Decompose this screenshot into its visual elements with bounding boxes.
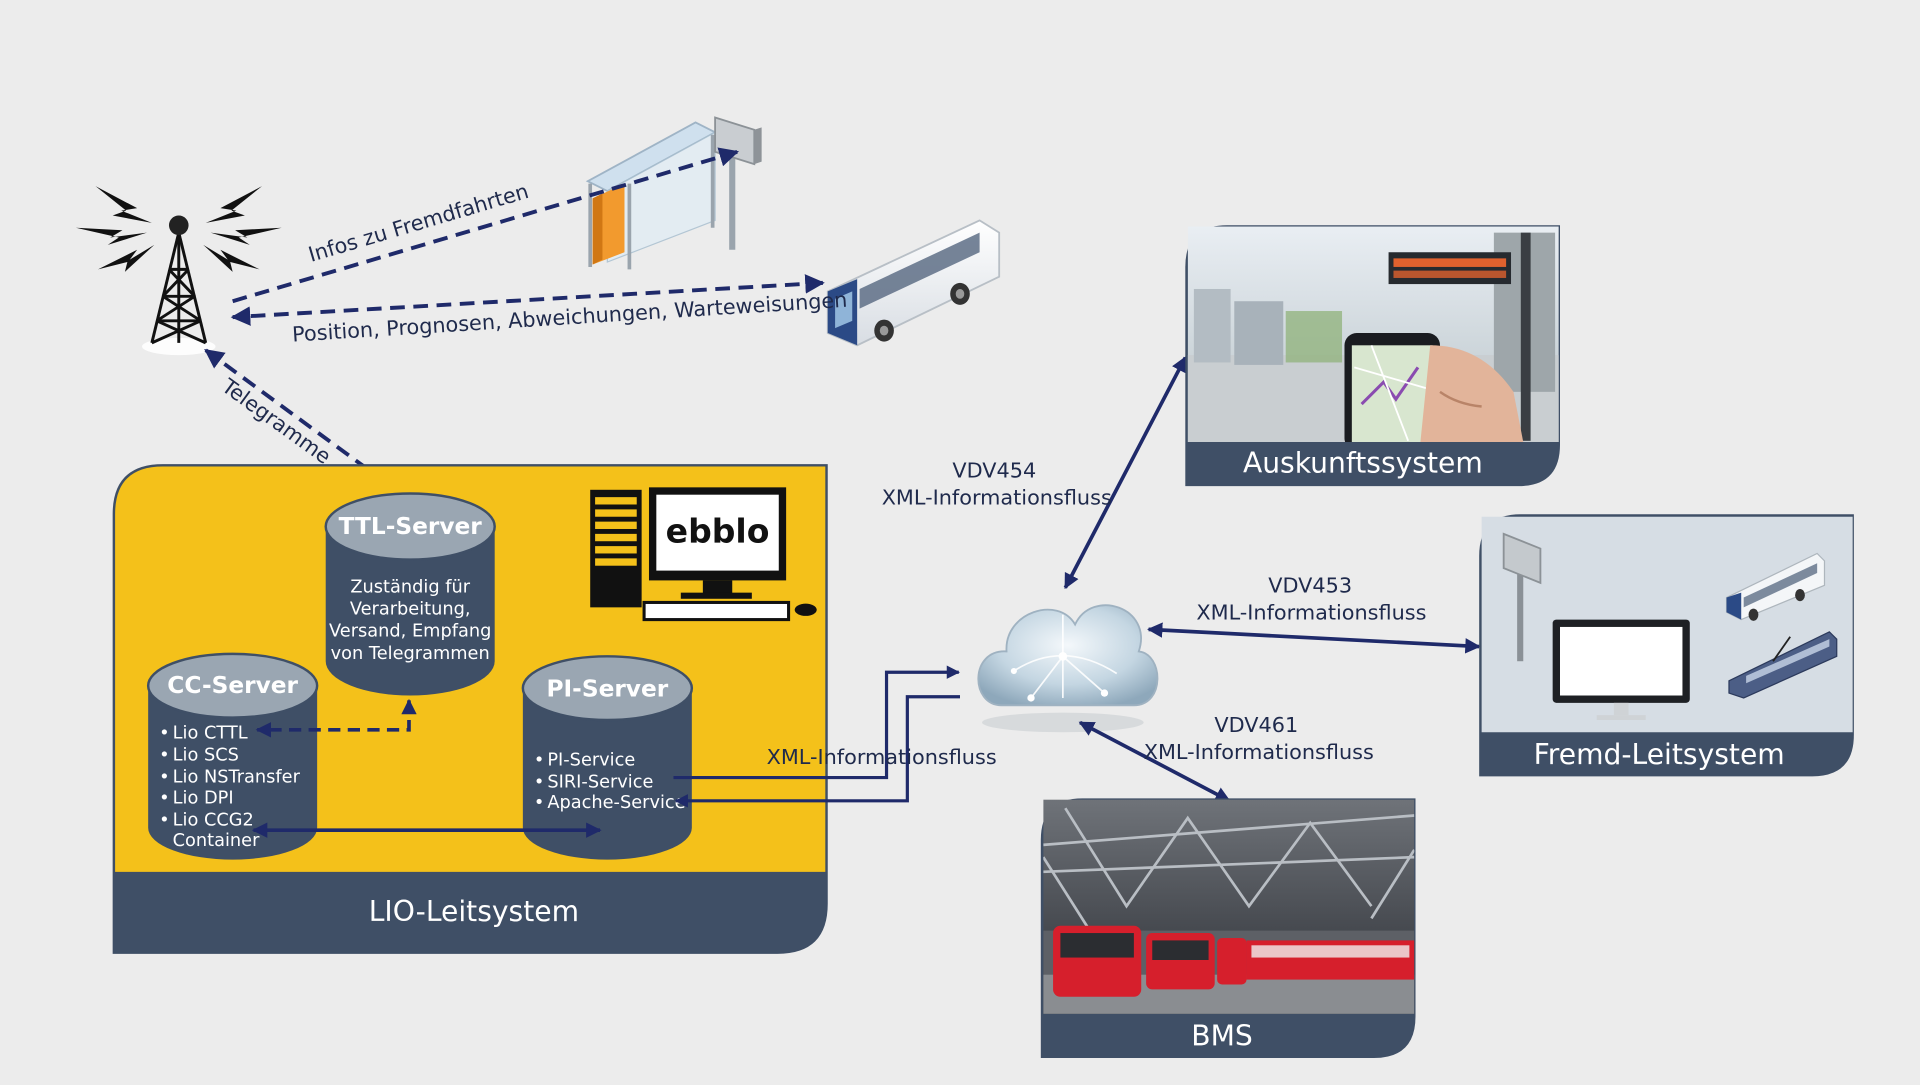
bus-stop-shelter-icon: [585, 116, 762, 270]
pi-item-apache-service: Apache-Service: [547, 793, 685, 813]
cc-bullet-icon: •: [159, 767, 169, 787]
monitor-icon: [1552, 619, 1690, 720]
position-prognosen-label: Position, Prognosen, Abweichungen, Warte…: [291, 288, 848, 347]
radio-tower-icon: [75, 186, 282, 356]
ebblo-logo: ebblo: [666, 511, 770, 550]
vdv453-label: VDV453: [1268, 574, 1352, 598]
pi-item-siri-service: SIRI-Service: [547, 772, 653, 792]
pi-item-pi-service: PI-Service: [547, 750, 635, 770]
ttl-desc-line-4: von Telegrammen: [331, 644, 490, 664]
bms-depot-photo: [1043, 799, 1415, 1014]
cloud-bms-link: [1078, 720, 1231, 803]
infos-fremdfahrten-label: Infos zu Fremdfahrten: [306, 179, 532, 267]
cloud-fremd-link: [1147, 622, 1481, 654]
bms-panel[interactable]: BMS: [1040, 798, 1416, 1058]
auskunft-photo: [1187, 226, 1559, 443]
external-links: VDV454 XML-Informationsfluss VDV453 XML-…: [882, 356, 1481, 803]
auskunftssystem-label: Auskunftssystem: [1243, 447, 1483, 480]
ttl-desc-line-3: Versand, Empfang: [329, 622, 491, 642]
ttl-server-title: TTL-Server: [339, 513, 483, 540]
computer-icon: ebblo: [590, 487, 817, 622]
ttl-desc-line-1: Zuständig für: [350, 578, 470, 598]
cc-item-lio-dpi: Lio DPI: [173, 788, 234, 808]
fremd-leitsystem-label: Fremd-Leitsystem: [1534, 738, 1785, 771]
ttl-desc-line-2: Verarbeitung,: [350, 600, 471, 620]
bms-label: BMS: [1191, 1020, 1252, 1053]
cc-item-lio-nstransfer: Lio NSTransfer: [173, 767, 301, 787]
bus-icon: [826, 219, 1001, 347]
cc-bullet-icon: •: [159, 745, 169, 765]
pi-bullet-icon: •: [534, 772, 544, 792]
cc-bullet-icon: •: [159, 723, 169, 743]
tram-icon: [1728, 631, 1838, 699]
pi-bullet-icon: •: [534, 750, 544, 770]
cc-bullet-icon: •: [159, 788, 169, 808]
cc-item-lio-scs: Lio SCS: [173, 745, 239, 765]
cloud-icon: [977, 604, 1159, 733]
cc-server-title: CC-Server: [167, 672, 298, 699]
ttl-cc-link: [255, 698, 417, 738]
vdv454-label: VDV454: [952, 459, 1036, 483]
radio-to-shelter-link: [232, 147, 740, 304]
pi-server-items: • PI-Service • SIRI-Service • Apache-Ser…: [534, 750, 686, 813]
vdv454-flow-label: XML-Informationsfluss: [882, 485, 1112, 509]
radio-bus-link: [230, 274, 825, 326]
vdv461-flow-label: XML-Informationsfluss: [1144, 740, 1374, 764]
radio-links: Infos zu Fremdfahrten Position, Prognose…: [204, 147, 848, 502]
pi-server-title: PI-Server: [546, 676, 668, 703]
pi-cloud-links: XML-Informationsfluss: [673, 665, 997, 808]
cloud-auskunft-link: [1063, 356, 1187, 590]
auskunftssystem-panel[interactable]: Auskunftssystem: [1185, 225, 1560, 487]
cc-item-lio-cttl: Lio CTTL: [173, 723, 248, 743]
bus-icon-small: [1725, 552, 1826, 621]
tram-train-icons: [1053, 925, 1415, 997]
fremd-leitsystem-panel[interactable]: Fremd-Leitsystem: [1479, 514, 1854, 777]
pi-xml-flow-label: XML-Informationsfluss: [767, 745, 997, 769]
vdv453-flow-label: XML-Informationsfluss: [1196, 601, 1426, 625]
pi-bullet-icon: •: [534, 793, 544, 813]
lio-leitsystem-panel: LIO-Leitsystem ebblo TTL-Server Zuständi…: [112, 464, 828, 954]
pi-to-cloud-link: [673, 665, 961, 780]
ttl-server[interactable]: TTL-Server Zuständig für Verarbeitung, V…: [324, 492, 496, 696]
cc-item-lio-ccg2: Lio CCG2: [173, 810, 254, 830]
cloud-to-pi-link: [674, 695, 960, 808]
lio-leitsystem-label: LIO-Leitsystem: [369, 895, 579, 928]
cc-server-items: • Lio CTTL • Lio SCS • Lio NSTransfer • …: [159, 723, 300, 851]
signpost-icon: [1502, 532, 1542, 662]
pi-server[interactable]: PI-Server • PI-Service • SIRI-Service • …: [521, 655, 694, 860]
vdv461-label: VDV461: [1214, 713, 1298, 737]
cc-bullet-icon: •: [159, 810, 169, 830]
cc-item-container: Container: [173, 831, 260, 851]
telegramme-label: Telegramme: [217, 373, 336, 468]
